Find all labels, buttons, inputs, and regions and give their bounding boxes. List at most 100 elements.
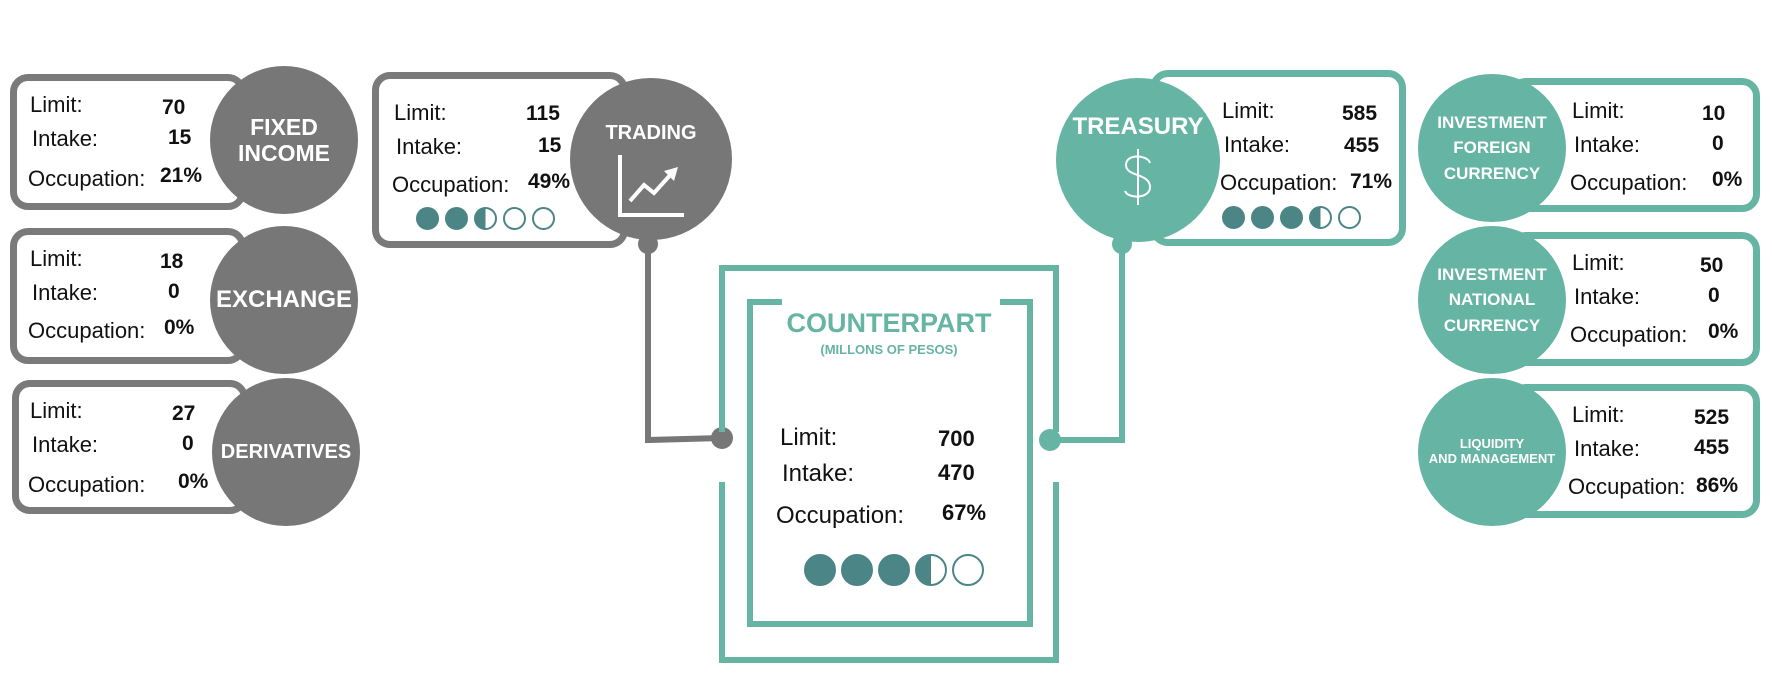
liquidity-title-line1: LIQUIDITY (1459, 436, 1525, 452)
counterpart-intake-value: 470 (938, 460, 975, 485)
dollar-icon (1124, 148, 1152, 205)
counterpart-occupation-value: 67% (942, 500, 987, 525)
level-dot-full (804, 554, 836, 586)
treasury-limit-value: 585 (1342, 102, 1378, 125)
trading-intake-value: 15 (538, 134, 562, 157)
treasury-connector (1050, 244, 1125, 443)
exchange-title: EXCHANGE (215, 286, 353, 314)
treasury-limit-label: Limit: (1222, 98, 1275, 123)
level-dot-half (474, 207, 497, 230)
investment-national-limit-label: Limit: (1572, 250, 1625, 275)
derivatives-circle: DERIVATIVES (212, 378, 360, 526)
chart-up-icon (618, 155, 684, 217)
derivatives-occupation-value: 0% (178, 470, 209, 493)
liquidity-circle: LIQUIDITY AND MANAGEMENT (1418, 378, 1566, 526)
counterpart-limit-value: 700 (938, 426, 975, 451)
trading-title: TRADING (605, 122, 697, 144)
liquidity-limit-label: Limit: (1572, 402, 1625, 427)
trading-connector (645, 244, 723, 444)
fixed-income-occupation-label: Occupation: (28, 166, 146, 191)
liquidity-occupation-value: 86% (1696, 474, 1739, 497)
investment-foreign-title-line2: FOREIGN (1453, 138, 1531, 158)
trading-limit-label: Limit: (394, 100, 447, 125)
investment-national-occupation-value: 0% (1708, 320, 1739, 343)
investment-national-limit-value: 50 (1700, 254, 1724, 277)
derivatives-limit-label: Limit: (30, 398, 83, 423)
investment-national-title-line1: INVESTMENT (1437, 264, 1547, 284)
treasury-intake-value: 455 (1344, 134, 1380, 157)
treasury-occupation-label: Occupation: (1220, 170, 1338, 195)
fixed-income-intake-label: Intake: (32, 126, 99, 151)
counterpart-occupation-label: Occupation: (776, 502, 905, 529)
trading-limit-value: 115 (526, 102, 560, 125)
derivatives-limit-value: 27 (172, 402, 196, 425)
investment-national-occupation-label: Occupation: (1570, 322, 1688, 347)
treasury-circle: TREASURY (1056, 78, 1220, 242)
level-dot-full (416, 207, 439, 230)
counterpart-limit-label: Limit: (780, 424, 838, 451)
level-dot-empty (952, 554, 984, 586)
treasury-occupation-value: 71% (1350, 170, 1393, 193)
fixed-income-occupation-value: 21% (160, 164, 203, 187)
treasury-intake-label: Intake: (1224, 132, 1291, 157)
level-dot-half (915, 554, 947, 586)
liquidity-limit-value: 525 (1694, 406, 1730, 429)
exchange-occupation-value: 0% (164, 316, 195, 339)
investment-foreign-limit-label: Limit: (1572, 98, 1625, 123)
counterpart-right-node (1039, 429, 1061, 451)
investment-foreign-circle: INVESTMENT FOREIGN CURRENCY (1418, 74, 1566, 222)
investment-foreign-limit-value: 10 (1702, 102, 1726, 125)
level-dot-empty (1338, 206, 1361, 229)
fixed-income-limit-label: Limit: (30, 92, 83, 117)
investment-national-intake-value: 0 (1708, 284, 1720, 307)
investment-national-circle: INVESTMENT NATIONAL CURRENCY (1418, 226, 1566, 374)
counterpart-subtitle: (MILLONS OF PESOS) (820, 342, 958, 357)
level-dot-empty (532, 207, 555, 230)
derivatives-occupation-label: Occupation: (28, 472, 146, 497)
derivatives-intake-value: 0 (182, 432, 194, 455)
investment-national-intake-label: Intake: (1574, 284, 1641, 309)
investment-foreign-title-line1: INVESTMENT (1437, 112, 1547, 132)
trading-occupation-label: Occupation: (392, 172, 510, 197)
exchange-intake-label: Intake: (32, 280, 99, 305)
liquidity-intake-value: 455 (1694, 436, 1730, 459)
level-dot-full (878, 554, 910, 586)
investment-foreign-intake-value: 0 (1712, 132, 1724, 155)
level-dot-full (841, 554, 873, 586)
exchange-circle: EXCHANGE (210, 226, 358, 374)
derivatives-card (12, 380, 248, 514)
fixed-income-intake-value: 15 (168, 126, 192, 149)
counterpart-level-indicator (804, 554, 984, 586)
trading-intake-label: Intake: (396, 134, 463, 159)
investment-foreign-title-line3: CURRENCY (1443, 163, 1541, 183)
level-dot-full (445, 207, 468, 230)
liquidity-intake-label: Intake: (1574, 436, 1641, 461)
level-dot-empty (503, 207, 526, 230)
derivatives-title: DERIVATIVES (220, 440, 352, 463)
fixed-income-limit-value: 70 (162, 96, 186, 119)
counterpart-frame (719, 265, 1059, 663)
level-dot-full (1280, 206, 1303, 229)
exchange-occupation-label: Occupation: (28, 318, 146, 343)
level-dot-full (1251, 206, 1274, 229)
trading-occupation-value: 49% (528, 170, 571, 193)
exchange-limit-label: Limit: (30, 246, 83, 271)
treasury-level-indicator (1222, 206, 1361, 229)
liquidity-title-line2: AND MANAGEMENT (1428, 451, 1556, 466)
investment-national-title-line3: CURRENCY (1443, 315, 1541, 335)
fixed-income-title-line2: INCOME (238, 140, 330, 166)
level-dot-half (1309, 206, 1332, 229)
counterpart-title: COUNTERPART (786, 308, 992, 338)
investment-national-title-line2: NATIONAL (1448, 290, 1536, 310)
exchange-intake-value: 0 (168, 280, 180, 303)
exchange-limit-value: 18 (160, 250, 184, 273)
counterpart-intake-label: Intake: (782, 460, 855, 487)
level-dot-full (1222, 206, 1245, 229)
treasury-title: TREASURY (1072, 113, 1204, 141)
derivatives-intake-label: Intake: (32, 432, 99, 457)
investment-foreign-occupation-value: 0% (1712, 168, 1743, 191)
fixed-income-title-line1: FIXED (250, 113, 318, 140)
liquidity-occupation-label: Occupation: (1568, 474, 1686, 499)
fixed-income-card (10, 74, 246, 210)
